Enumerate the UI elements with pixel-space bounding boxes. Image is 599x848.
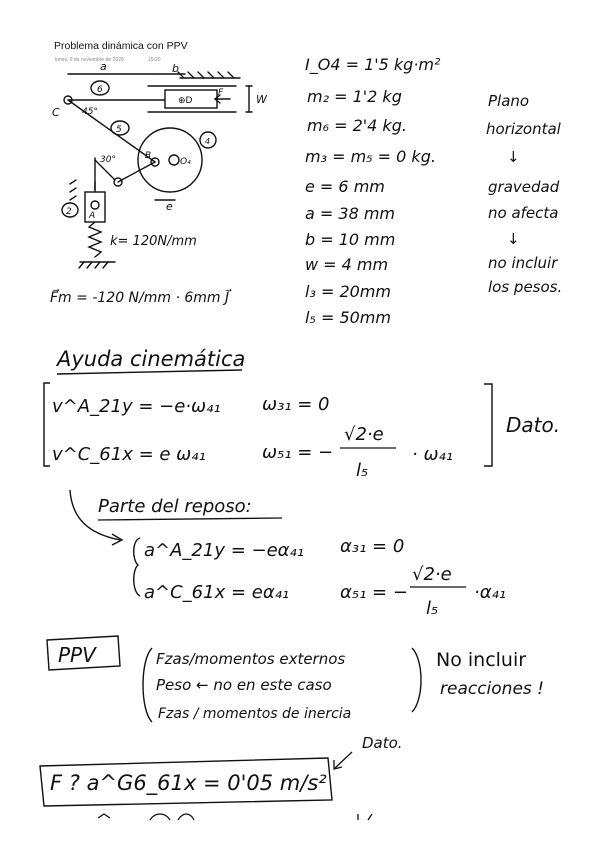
label-b: b <box>172 62 179 75</box>
label-b-point: B <box>145 151 151 161</box>
data-line: e = 6 mm <box>305 177 385 196</box>
label-w: W <box>256 93 268 106</box>
data-line: m₃ = m₅ = 0 kg. <box>305 147 436 166</box>
data-line: a = 38 mm <box>305 204 395 223</box>
data-line: l₃ = 20mm <box>305 282 391 301</box>
disk-4 <box>137 127 203 193</box>
label-force-f: F <box>218 88 224 98</box>
label-o4: O₄ <box>180 157 191 167</box>
eq-a21: a^A_21y = −eα₄₁ <box>144 540 304 561</box>
link-3 <box>117 161 156 183</box>
eq-v21: v^A_21y = −e·ω₄₁ <box>52 396 221 417</box>
label-angle-30: 30° <box>100 155 116 165</box>
joint-c <box>63 95 73 105</box>
question-dato: Dato. <box>362 734 403 752</box>
data-line: m₂ = 1'2 kg <box>307 87 402 106</box>
question-box <box>39 757 333 807</box>
eq-al51-num: √2·e <box>412 564 452 585</box>
data-line: w = 4 mm <box>305 255 388 274</box>
data-line: b = 10 mm <box>305 230 395 249</box>
eq-v61: v^C_61x = e ω₄₁ <box>52 444 206 465</box>
note-line: ↓ <box>507 230 520 248</box>
label-link-5: 5 <box>116 125 122 135</box>
label-link-6: 6 <box>97 85 103 95</box>
ppv-box <box>46 635 121 671</box>
label-reposo: Parte del reposo: <box>98 496 252 517</box>
note-line: Plano <box>488 92 529 110</box>
label-angle-45: 45° <box>82 107 98 117</box>
note-line: ↓ <box>507 148 520 166</box>
page-title: Problema dinámica con PPV <box>54 40 188 52</box>
given-data: I_O4 = 1'5 kg·m² m₂ = 1'2 kg m₆ = 2'4 kg… <box>305 55 441 327</box>
ppv-line: Fzas / momentos de inercia <box>158 706 351 722</box>
eq-al51-den: l₅ <box>426 598 438 619</box>
eq-al51: α₅₁ = − <box>340 582 408 603</box>
ppv-note: reacciones ! <box>440 679 544 699</box>
ppv-section: PPV Fzas/momentos externos Peso ← no en … <box>46 635 544 723</box>
note-line: no afecta <box>488 204 558 222</box>
ppv-line: Fzas/momentos externos <box>156 650 345 668</box>
mechanism-diagram <box>61 71 253 269</box>
page-date: lunes, 9 de noviembre de 2020 <box>55 57 124 63</box>
note-line: gravedad <box>488 178 560 196</box>
spring <box>87 221 103 258</box>
question-text: F ? a^G6_61x = 0'05 m/s² <box>50 771 327 796</box>
label-force-block: ⊕D <box>178 96 193 106</box>
label-c: C <box>52 106 60 119</box>
note-line: no incluir <box>488 254 558 272</box>
label-link-4: 4 <box>205 137 210 146</box>
side-notes: Plano horizontal ↓ gravedad no afecta ↓ … <box>486 92 562 296</box>
kinematics-title: Ayuda cinemática <box>55 347 245 371</box>
data-line: I_O4 = 1'5 kg·m² <box>305 55 441 75</box>
data-line: m₆ = 2'4 kg. <box>307 116 407 135</box>
ppv-note: No incluir <box>436 649 526 671</box>
label-spring-force: F⃗m = -120 N/mm · 6mm J⃗ <box>50 288 232 306</box>
label-a-point: A <box>88 211 95 221</box>
question-section: F ? a^G6_61x = 0'05 m/s² Dato. <box>39 734 403 821</box>
label-dato: Dato. <box>506 413 560 437</box>
label-a: a <box>100 60 107 73</box>
ppv-label: PPV <box>58 643 97 667</box>
ppv-line: Peso ← no en este caso <box>156 676 332 694</box>
label-spring: k= 120N/mm <box>110 234 197 249</box>
note-line: horizontal <box>486 120 562 138</box>
data-line: l₅ = 50mm <box>305 308 391 327</box>
eq-w51-den: l₅ <box>356 460 368 481</box>
label-link-2: 2 <box>66 207 72 217</box>
eq-w51: ω₅₁ = − <box>262 442 333 463</box>
diagram-labels: a b W C 45° 30° B e A O₄ 2 4 5 6 ⊕D F k=… <box>50 60 268 306</box>
eq-al51-tail: ·α₄₁ <box>474 582 506 603</box>
eq-a61: a^C_61x = eα₄₁ <box>144 582 289 603</box>
eq-w51-num: √2·e <box>344 424 384 445</box>
page-time: 15:20 <box>148 57 161 63</box>
label-e: e <box>166 200 173 213</box>
eq-al31: α₃₁ = 0 <box>340 536 404 557</box>
kinematics-section: Ayuda cinemática v^A_21y = −e·ω₄₁ v^C_61… <box>43 347 560 619</box>
eq-w51-tail: · ω₄₁ <box>412 444 453 465</box>
joint-b <box>150 157 160 167</box>
ground-hatch-top <box>177 71 235 79</box>
note-line: los pesos. <box>488 278 562 296</box>
eq-w31: ω₃₁ = 0 <box>262 394 329 415</box>
